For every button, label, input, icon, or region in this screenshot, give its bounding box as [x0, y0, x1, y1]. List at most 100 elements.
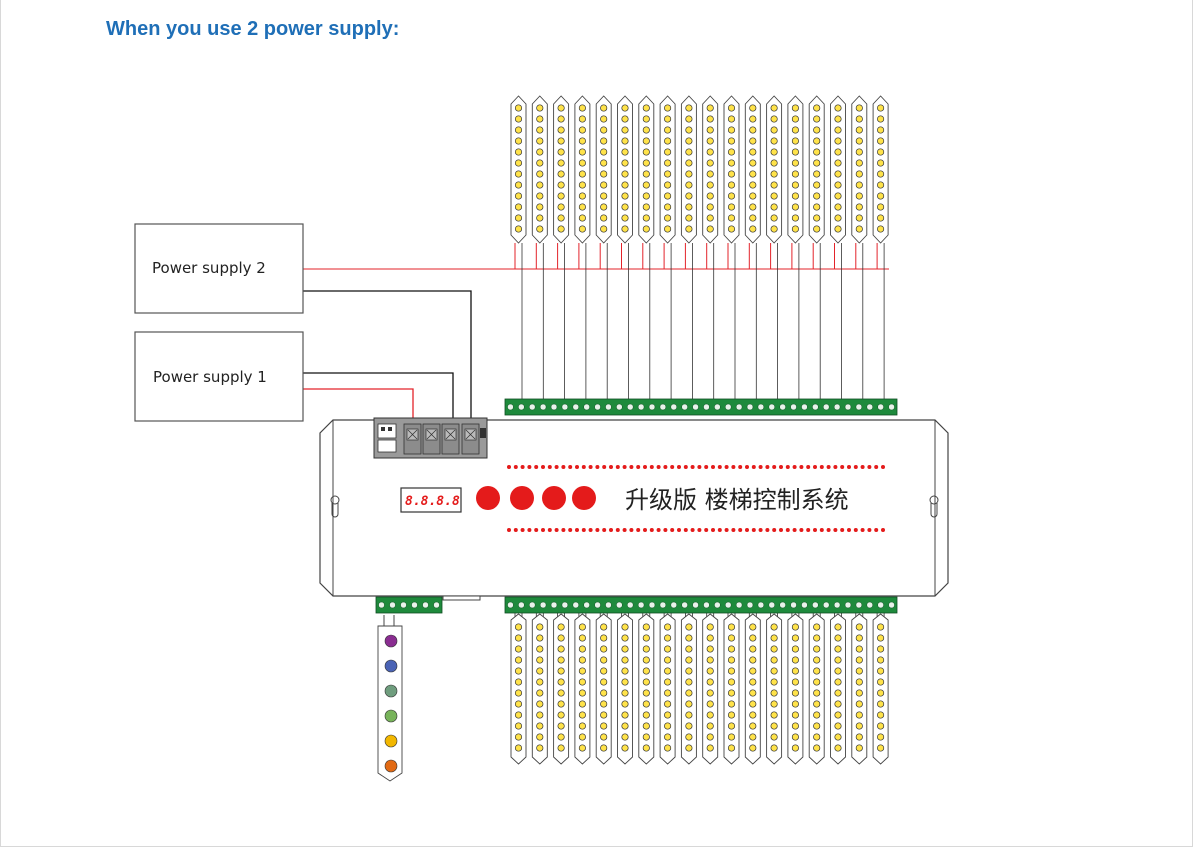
led-dot	[600, 711, 608, 719]
led-dot	[621, 678, 629, 686]
led-dot	[749, 656, 757, 664]
led-dot	[514, 667, 523, 675]
led-dot	[749, 225, 757, 233]
led-dot	[600, 634, 608, 642]
led-dot	[642, 744, 650, 752]
led-dot	[600, 126, 608, 134]
led-dot	[685, 203, 693, 211]
led-dot	[664, 115, 672, 123]
led-dot	[834, 623, 842, 631]
led-dot	[664, 744, 672, 752]
led-dot	[877, 623, 885, 631]
led-dot	[855, 115, 863, 123]
led-dot	[621, 203, 629, 211]
led-dot	[685, 678, 693, 686]
led-strip-bottom	[510, 613, 527, 765]
led-dot	[706, 733, 714, 741]
led-dot	[642, 115, 650, 123]
page-heading: When you use 2 power supply:	[106, 18, 400, 40]
button-4[interactable]	[572, 486, 596, 510]
led-dot	[877, 115, 885, 123]
led-dot	[621, 722, 629, 730]
led-dot	[600, 700, 608, 708]
led-dot	[536, 126, 544, 134]
led-dot	[706, 159, 714, 167]
led-dot	[834, 634, 842, 642]
led-dot	[578, 744, 586, 752]
led-dot	[791, 733, 799, 741]
led-dot	[791, 225, 799, 233]
led-dot	[791, 126, 799, 134]
led-dot	[621, 667, 629, 675]
led-strip-top	[595, 95, 612, 244]
led-dot	[834, 115, 842, 123]
led-dot	[770, 181, 778, 189]
led-strip-top	[851, 95, 868, 244]
led-dot	[791, 203, 799, 211]
led-dot	[685, 667, 693, 675]
led-dot	[727, 192, 736, 200]
led-dot	[536, 700, 544, 708]
led-strip-bottom	[787, 613, 804, 765]
button-3[interactable]	[542, 486, 566, 510]
led-dot	[749, 181, 757, 189]
led-strip-bottom	[744, 613, 761, 765]
led-dot	[600, 678, 608, 686]
led-dot	[514, 689, 523, 697]
led-dot	[791, 645, 799, 653]
led-dot	[749, 115, 757, 123]
led-dot	[685, 744, 693, 752]
led-strip-bottom	[680, 613, 697, 765]
button-2[interactable]	[510, 486, 534, 510]
led-dot	[791, 623, 799, 631]
led-dot	[706, 623, 714, 631]
led-strip-top	[510, 95, 527, 244]
led-strip-top	[531, 95, 548, 244]
led-dot	[706, 104, 714, 112]
led-dot	[791, 192, 799, 200]
led-dot	[727, 225, 736, 233]
led-dot	[749, 711, 757, 719]
led-dot	[621, 634, 629, 642]
led-dot	[642, 104, 650, 112]
led-dot	[813, 645, 821, 653]
led-dot	[664, 214, 672, 222]
power-supply-2-label: Power supply 2	[152, 259, 266, 277]
sensor-led	[384, 759, 398, 773]
led-dot	[557, 192, 565, 200]
led-dot	[514, 623, 523, 631]
led-dot	[855, 203, 863, 211]
sensor-led	[384, 634, 398, 648]
led-dot	[791, 137, 799, 145]
led-dot	[727, 700, 736, 708]
led-strip-top	[680, 95, 697, 244]
power-supply-1-label: Power supply 1	[153, 368, 267, 386]
led-dot	[770, 656, 778, 664]
led-dot	[877, 159, 885, 167]
led-dot	[557, 148, 565, 156]
led-dot	[600, 192, 608, 200]
led-dot	[877, 744, 885, 752]
led-dot	[642, 623, 650, 631]
led-dot	[600, 159, 608, 167]
output-terminal-top	[504, 398, 898, 416]
sensor-led	[384, 734, 398, 748]
led-dot	[642, 126, 650, 134]
led-dot	[727, 137, 736, 145]
led-dot	[557, 126, 565, 134]
led-dot	[685, 181, 693, 189]
led-dot	[813, 159, 821, 167]
led-dot	[621, 159, 629, 167]
led-dot	[578, 137, 586, 145]
led-dot	[664, 104, 672, 112]
led-dot	[855, 711, 863, 719]
led-dot	[813, 733, 821, 741]
wires	[303, 243, 889, 626]
button-1[interactable]	[476, 486, 500, 510]
led-strips-top	[510, 95, 889, 244]
led-strip-top	[553, 95, 570, 244]
led-dot	[642, 181, 650, 189]
led-dot	[578, 711, 586, 719]
led-dot	[749, 192, 757, 200]
led-dot	[621, 225, 629, 233]
